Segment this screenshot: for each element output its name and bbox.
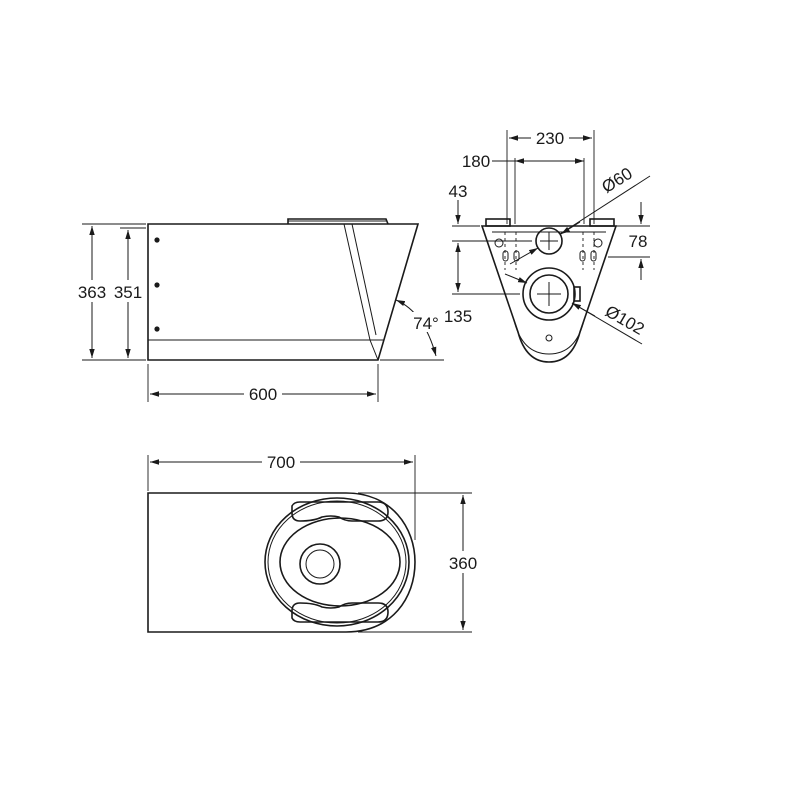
label-pipe-small: Ø60: [598, 164, 635, 197]
slot-hole: [502, 250, 509, 262]
side-view-inner-edge: [343, 223, 379, 361]
seat-bumper-bottom: [291, 602, 389, 623]
rear-view: 230 180 43 135 78 Ø60 Ø102: [444, 128, 651, 363]
label-angle: 74°: [413, 314, 439, 333]
leader-pipe-small: [560, 221, 581, 235]
label-width: 360: [449, 554, 477, 573]
rear-view-inner-bottom: [513, 319, 585, 355]
pipe-inlet: [535, 227, 563, 255]
slot-hole: [590, 250, 597, 262]
drain-hole: [545, 334, 553, 342]
drain: [299, 543, 341, 585]
label-bg: [244, 384, 282, 404]
rear-seat-bumper-right: [589, 218, 615, 227]
seat-ring-inner-edge: [267, 500, 407, 624]
label-right-offset: 78: [629, 232, 648, 251]
label-bg: [110, 280, 146, 302]
drain-inner: [305, 549, 335, 579]
label-width-inner: 180: [462, 152, 490, 171]
fixing-point: [154, 326, 160, 332]
label-top-offset: 43: [449, 182, 468, 201]
fixing-point: [154, 237, 160, 243]
label-height-body: 351: [114, 283, 142, 302]
side-view: 363 351 600 74°: [74, 218, 444, 404]
leader-pipe-small-line: [559, 175, 651, 235]
pipe-outlet-inner: [529, 274, 569, 314]
outlet-clamp: [573, 286, 581, 302]
seat-ring: [264, 497, 410, 627]
leader-pipe-large: [571, 302, 596, 317]
label-pipe-large: Ø102: [602, 302, 648, 339]
seat-bumper-top: [291, 501, 389, 522]
slot-hole: [513, 250, 520, 262]
label-bg: [410, 312, 442, 332]
label-bg: [445, 551, 481, 573]
leader-pipe-small-2: [509, 247, 539, 265]
pipe-outlet-outer: [522, 267, 576, 321]
mounting-hole: [494, 238, 504, 248]
label-bg: [262, 452, 300, 472]
slot-hole: [579, 250, 586, 262]
rear-seat-bumper-left: [485, 218, 511, 227]
label-width-outer: 230: [536, 129, 564, 148]
top-view: 700 360: [147, 452, 481, 633]
label-outlet-height: 135: [444, 307, 472, 326]
label-bg: [531, 128, 569, 148]
top-view-body: [147, 492, 416, 633]
label-length: 700: [267, 453, 295, 472]
fixing-point: [154, 282, 160, 288]
rear-view-body: [480, 225, 618, 363]
leader-pipe-large-2: [504, 273, 528, 284]
label-bg: [74, 280, 110, 302]
side-view-inner-edge-2: [351, 223, 377, 336]
label-height-overall: 363: [78, 283, 106, 302]
mounting-hole: [593, 238, 603, 248]
label-depth: 600: [249, 385, 277, 404]
